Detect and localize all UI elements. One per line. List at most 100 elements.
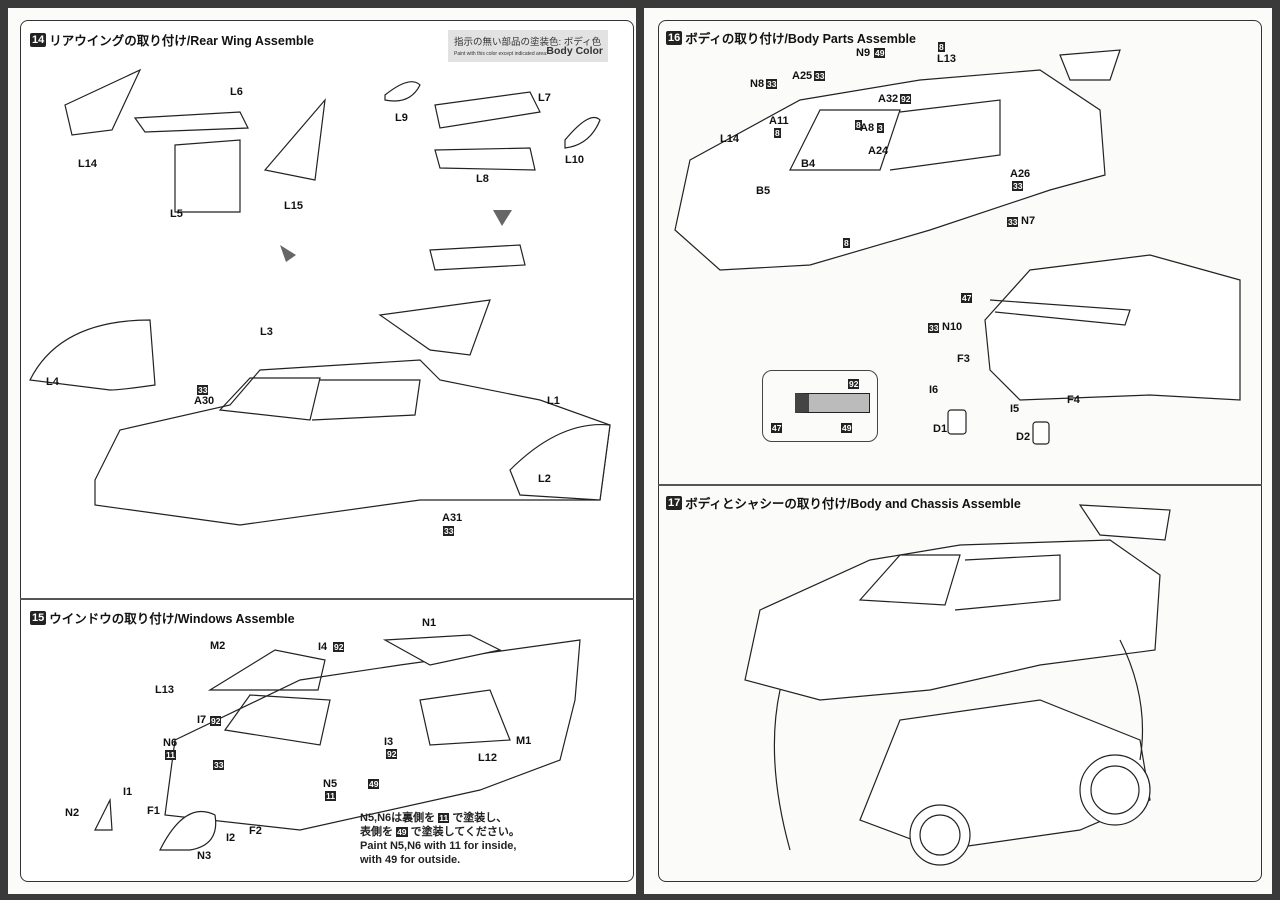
- part-label: D2: [1016, 431, 1031, 443]
- step-number: 15: [30, 610, 47, 625]
- paint-note-jp: 指示の無い部品の塗装色: ボディ色: [454, 37, 602, 48]
- part-label: M2: [210, 640, 226, 652]
- paint-code: 47: [771, 423, 783, 433]
- part-label: I7: [197, 714, 207, 726]
- paint-code: 92: [210, 716, 222, 726]
- paint-code: 33: [1012, 181, 1024, 191]
- paint-code: 33: [1007, 217, 1019, 227]
- part-label: N3: [197, 850, 212, 862]
- part-label: L14: [78, 158, 97, 170]
- color-hint-box: 92 47 49: [762, 370, 878, 442]
- paint-code: 92: [333, 642, 345, 652]
- part-label: I3: [384, 736, 394, 748]
- paint-code: 92: [900, 94, 912, 104]
- step15-title: 15 ウインドウの取り付け/Windows Assemble: [30, 608, 295, 627]
- part-label: N1: [422, 617, 437, 629]
- part-label: I1: [123, 786, 133, 798]
- part-label: A11: [769, 115, 789, 127]
- part-label: L1: [547, 395, 560, 407]
- part-label: A30: [194, 395, 215, 407]
- step16-title: 16 ボディの取り付け/Body Parts Assemble: [666, 28, 916, 47]
- note-text: N5,N6は裏側を: [360, 812, 436, 824]
- part-label: I4: [318, 641, 328, 653]
- part-label: F3: [957, 353, 970, 365]
- note-text: で塗装し、: [452, 812, 508, 824]
- part-label: L2: [538, 473, 551, 485]
- part-label: B5: [756, 185, 771, 197]
- paint-code: 8: [855, 120, 862, 130]
- part-label: N6: [163, 737, 178, 749]
- part-label: I6: [929, 384, 939, 396]
- step-divider: [20, 598, 634, 600]
- part-label: F2: [249, 825, 262, 837]
- step-title-text: ボディとシャシーの取り付け/Body and Chassis Assemble: [685, 497, 1021, 511]
- part-label: A31: [442, 512, 463, 524]
- note-text-en: Paint N5,N6 with 11 for inside,: [360, 840, 517, 852]
- paint-code: 33: [814, 71, 826, 81]
- part-label: L9: [395, 112, 408, 124]
- part-label: N9: [856, 47, 871, 59]
- part-label: L4: [46, 376, 59, 388]
- step14-title: 14 リアウイングの取り付け/Rear Wing Assemble: [30, 30, 314, 49]
- part-label: L13: [937, 53, 956, 65]
- paint-instruction-note: N5,N6は裏側を 11 で塗装し、 表側を 49 で塗装してください。 Pai…: [360, 811, 520, 867]
- paint-code: 8: [774, 128, 781, 138]
- step-title-text: ボディの取り付け/Body Parts Assemble: [685, 32, 916, 46]
- note-text: で塗装してください。: [410, 826, 520, 838]
- paint-code: 11: [325, 791, 336, 801]
- paint-code: 49: [396, 827, 408, 838]
- part-label: I5: [1010, 403, 1020, 415]
- part-label: L10: [565, 154, 584, 166]
- part-label: I2: [226, 832, 236, 844]
- step-number: 16: [666, 30, 683, 45]
- paint-code: 33: [443, 526, 455, 536]
- part-label: D1: [933, 423, 948, 435]
- part-label: A25: [792, 70, 813, 82]
- paint-note-value: Body Color: [546, 45, 603, 57]
- step-number: 14: [30, 32, 47, 47]
- right-panel: [658, 20, 1262, 882]
- part-label: F4: [1067, 394, 1080, 406]
- step17-title: 17 ボディとシャシーの取り付け/Body and Chassis Assemb…: [666, 493, 1021, 512]
- paint-code: 47: [961, 293, 973, 303]
- part-label: L8: [476, 173, 489, 185]
- part-label: L15: [284, 200, 303, 212]
- paint-code: 8: [938, 42, 945, 52]
- part-label: N2: [65, 807, 80, 819]
- paint-code: 11: [165, 750, 176, 760]
- paint-code: 11: [438, 813, 450, 824]
- part-label: A26: [1010, 168, 1031, 180]
- paint-code: 33: [766, 79, 778, 89]
- part-label: L14: [720, 133, 739, 145]
- paint-code: 33: [928, 323, 940, 333]
- note-text-en: with 49 for outside.: [360, 854, 461, 866]
- step-number: 17: [666, 495, 683, 510]
- paint-code: 49: [874, 48, 886, 58]
- paint-code: 49: [368, 779, 380, 789]
- paint-note: 指示の無い部品の塗装色: ボディ色 Paint with this color …: [448, 30, 608, 62]
- part-label: L7: [538, 92, 551, 104]
- paint-code: 33: [197, 385, 209, 395]
- part-label: A8: [860, 122, 875, 134]
- paint-note-en: Paint with this color except indicated a…: [454, 51, 548, 57]
- step-title-text: ウインドウの取り付け/Windows Assemble: [49, 612, 295, 626]
- part-label: L5: [170, 208, 183, 220]
- paint-code: 49: [841, 423, 853, 433]
- part-label: F1: [147, 805, 160, 817]
- part-label: M1: [516, 735, 532, 747]
- paint-code: 92: [848, 379, 860, 389]
- paint-code: 3: [877, 123, 884, 133]
- part-label: L13: [155, 684, 174, 696]
- paint-code: 92: [386, 749, 398, 759]
- part-label: N7: [1021, 215, 1036, 227]
- part-label: B4: [801, 158, 816, 170]
- decal-strip: [795, 393, 870, 413]
- part-label: A24: [868, 145, 889, 157]
- part-label: L6: [230, 86, 243, 98]
- paint-code: 33: [213, 760, 225, 770]
- part-label: L3: [260, 326, 273, 338]
- paint-code: 8: [843, 238, 850, 248]
- part-label: A32: [878, 93, 899, 105]
- part-label: N8: [750, 78, 765, 90]
- step-divider: [658, 484, 1262, 486]
